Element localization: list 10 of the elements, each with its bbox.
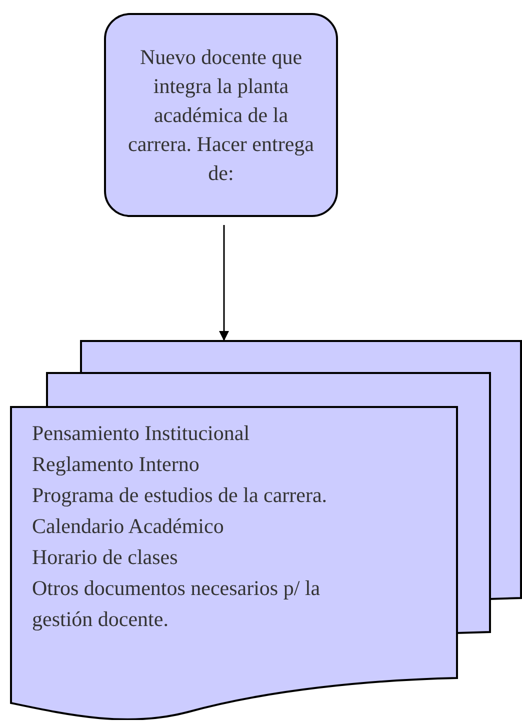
document-item: Reglamento Interno [32,451,200,478]
arrow [219,225,229,341]
node-text: Nuevo docente que integra la planta académica de la carrera. Hacer entrega de: [127,44,315,186]
document-item: Horario de clases [32,544,179,571]
document-item: Calendario Académico [32,513,225,540]
document-item: Otros documentos necesarios p/ la gestión docente. [32,575,322,633]
multi-document-shape [8,340,522,720]
document-item: Programa de estudios de la carrera. [32,482,328,509]
rounded-process-box [104,13,338,217]
document-item: Pensamiento Institucional [32,420,251,447]
